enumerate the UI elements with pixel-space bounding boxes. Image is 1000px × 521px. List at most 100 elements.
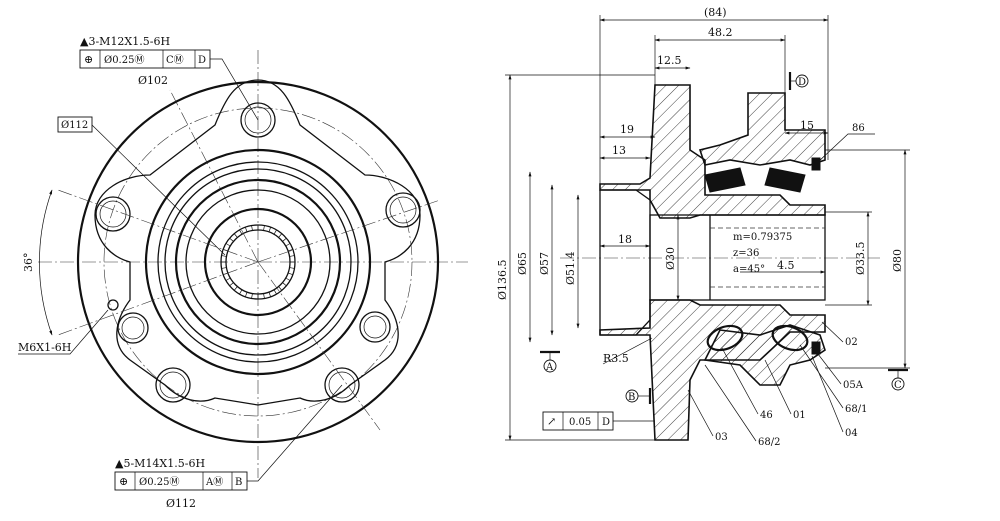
radius-label: R3.5 bbox=[603, 352, 629, 365]
svg-text:D: D bbox=[798, 77, 806, 88]
spline-tooth bbox=[251, 225, 253, 231]
spline-tooth bbox=[287, 272, 293, 275]
dim-51: Ø51.4 bbox=[564, 251, 577, 285]
svg-text:B: B bbox=[235, 477, 242, 488]
spline-outer-circle bbox=[203, 207, 313, 317]
spline-tooth bbox=[229, 282, 234, 287]
flange-outer-circle bbox=[76, 80, 440, 444]
hub-circle-4 bbox=[174, 178, 342, 346]
part-label-04: 04 bbox=[845, 428, 858, 439]
spline-tooth bbox=[268, 227, 271, 233]
angle-label: 36° bbox=[22, 253, 35, 273]
spline-tooth bbox=[278, 233, 283, 238]
part-label-46: 46 bbox=[760, 410, 773, 421]
svg-text:A: A bbox=[545, 362, 554, 373]
dim-13: 13 bbox=[612, 144, 626, 157]
radial-line-3 bbox=[169, 89, 259, 263]
bottom-callout-leader bbox=[247, 384, 343, 482]
spline-tooth bbox=[289, 267, 295, 269]
part-label-02: 02 bbox=[845, 337, 858, 348]
boxed-dim-frame bbox=[57, 116, 93, 133]
bottom-position-frame: ⊕ Ø0.25Ⓜ AⓂ B bbox=[114, 471, 248, 491]
dim-33: Ø33.5 bbox=[854, 241, 867, 275]
spline-tooth bbox=[278, 286, 283, 291]
part-label-01: 01 bbox=[793, 410, 806, 421]
seal-lower bbox=[811, 341, 821, 355]
spline-tooth bbox=[287, 249, 293, 252]
spline-tooth bbox=[225, 277, 231, 281]
spline-tooth bbox=[282, 282, 287, 287]
leader-68-2 bbox=[704, 364, 757, 442]
roller-lower-right bbox=[771, 324, 809, 352]
spline-tooth bbox=[263, 293, 265, 299]
spline-tooth bbox=[229, 237, 234, 242]
datum-c-marker: C bbox=[888, 368, 908, 391]
spline-tooth bbox=[233, 286, 238, 291]
dim-80: Ø80 bbox=[891, 249, 904, 272]
dim-30: Ø30 bbox=[664, 247, 677, 270]
spline-tooth bbox=[285, 243, 291, 247]
roller-upper-right bbox=[764, 167, 806, 193]
spline-tooth bbox=[221, 267, 227, 269]
part-label-68-1: 68/1 bbox=[845, 404, 867, 415]
spline-teeth-count: z=36 bbox=[733, 248, 759, 259]
flange-lobes-outline bbox=[94, 79, 421, 406]
top-callout-spec: ▲3-M12X1.5-6H bbox=[80, 35, 170, 48]
part-label-86: 86 bbox=[852, 123, 865, 134]
dim-15: 15 bbox=[800, 119, 814, 132]
svg-text:↗: ↗ bbox=[547, 415, 556, 428]
svg-text:Ø0.25Ⓜ: Ø0.25Ⓜ bbox=[139, 476, 179, 488]
section-view: (84) 48.2 12.5 19 13 15 18 4.5 Ø136.5 Ø6… bbox=[496, 6, 910, 448]
svg-text:Ø0.25Ⓜ: Ø0.25Ⓜ bbox=[104, 54, 144, 66]
spline-tooth bbox=[282, 237, 287, 242]
dim-12: 12.5 bbox=[657, 54, 682, 67]
leader-05 bbox=[817, 353, 842, 385]
datum-a-marker: A bbox=[540, 350, 560, 373]
leader-03 bbox=[687, 389, 714, 437]
flange-lower-section bbox=[599, 299, 826, 441]
bolt-hole-left bbox=[95, 196, 131, 232]
svg-text:D: D bbox=[602, 417, 610, 428]
dim-19: 19 bbox=[620, 123, 634, 136]
dim-65: Ø65 bbox=[516, 252, 529, 275]
dim-57: Ø57 bbox=[538, 252, 551, 275]
svg-text:C: C bbox=[894, 380, 902, 391]
dim-45: 4.5 bbox=[777, 259, 795, 272]
hub-circle-5 bbox=[185, 189, 331, 335]
bolt-hole-lower-left bbox=[117, 312, 149, 344]
datum-b-marker: B bbox=[625, 388, 652, 404]
radial-line-2 bbox=[57, 261, 259, 336]
leader-86 bbox=[817, 133, 875, 163]
leader-46 bbox=[721, 347, 759, 415]
spline-angle: a=45° bbox=[733, 264, 765, 275]
spline-tooth bbox=[245, 227, 248, 233]
svg-text:AⓂ: AⓂ bbox=[205, 476, 223, 488]
top-callout-leader bbox=[210, 58, 259, 121]
hub-circle-2 bbox=[157, 161, 359, 363]
spline-tooth bbox=[239, 289, 243, 295]
outer-ring-upper bbox=[698, 92, 826, 166]
radius-leader bbox=[602, 337, 653, 365]
part-label-05: 05A bbox=[843, 380, 864, 391]
boxed-dim-label: Ø112 bbox=[61, 120, 88, 131]
spline-tooth bbox=[263, 225, 265, 231]
spline-tooth bbox=[251, 293, 253, 299]
svg-text:B: B bbox=[628, 392, 635, 403]
pilot-outline bbox=[600, 189, 651, 336]
leader-04 bbox=[811, 355, 844, 433]
dim-48: 48.2 bbox=[708, 26, 733, 39]
spline-tooth bbox=[221, 255, 227, 257]
radial-line-5 bbox=[257, 199, 441, 263]
radial-line-4 bbox=[257, 261, 381, 431]
roller-lower-left bbox=[706, 324, 744, 352]
leader-01 bbox=[764, 359, 792, 415]
svg-text:⊕: ⊕ bbox=[119, 475, 128, 488]
bolt-hole-bottom bbox=[324, 367, 360, 403]
thread-hole-leader bbox=[18, 309, 109, 355]
runout-frame: ↗ 0.05 D bbox=[542, 411, 655, 431]
roller-upper-left bbox=[704, 167, 746, 193]
spline-module: m=0.79375 bbox=[733, 232, 792, 243]
bottom-callout-pcd: Ø112 bbox=[166, 497, 196, 510]
svg-text:CⓂ: CⓂ bbox=[166, 54, 184, 66]
